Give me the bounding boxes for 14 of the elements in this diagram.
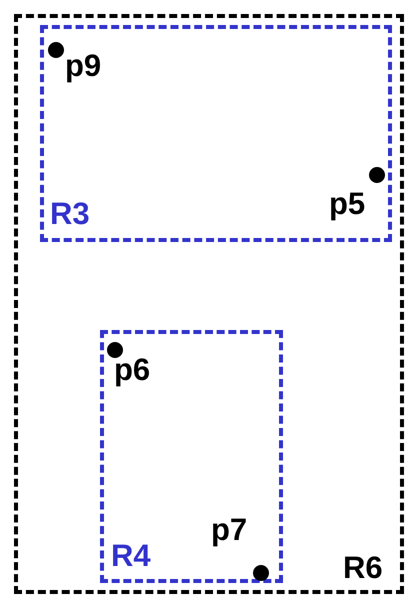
region-rectangle xyxy=(40,25,392,242)
region-label: R6 xyxy=(343,551,383,585)
point-dot xyxy=(48,42,64,58)
point-label: p6 xyxy=(114,353,150,387)
point-label: p9 xyxy=(65,49,102,83)
region-rectangle xyxy=(14,14,404,594)
point-label: p7 xyxy=(211,513,248,547)
region-rectangle xyxy=(100,330,283,583)
point-label: p5 xyxy=(329,187,366,221)
region-label: R3 xyxy=(50,197,90,231)
point-dot xyxy=(107,342,123,358)
point-dot xyxy=(253,565,269,581)
region-label: R4 xyxy=(111,539,151,573)
point-dot xyxy=(369,167,385,183)
